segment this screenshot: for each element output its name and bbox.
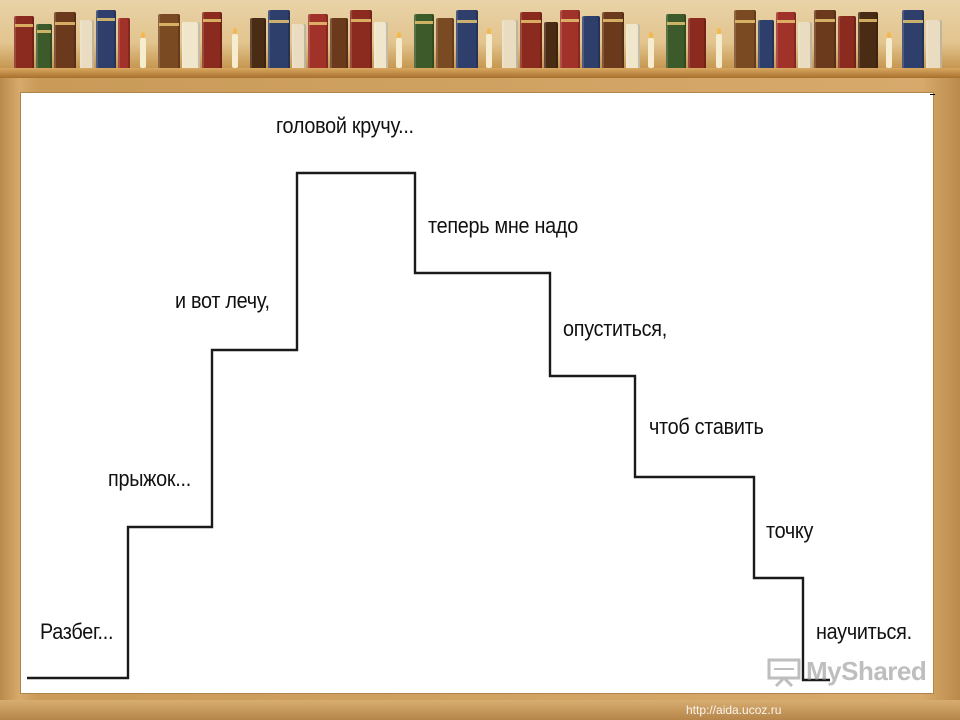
book-decoration	[798, 22, 812, 68]
book-decoration	[560, 10, 580, 68]
book-decoration	[202, 12, 222, 68]
book-decoration	[626, 24, 640, 68]
book-decoration	[858, 12, 878, 68]
step-label: Разбег...	[40, 619, 114, 644]
step-label: научиться.	[816, 619, 912, 644]
book-decoration	[14, 16, 34, 68]
book-decoration	[776, 12, 796, 68]
book-decoration	[250, 18, 266, 68]
book-decoration	[330, 18, 348, 68]
book-decoration	[182, 22, 200, 68]
slide-board	[20, 92, 934, 694]
step-label: теперь мне надо	[428, 213, 578, 238]
step-label: чтоб ставить	[649, 414, 764, 439]
book-decoration	[414, 14, 434, 68]
candle-decoration	[648, 32, 654, 68]
book-decoration	[544, 22, 558, 68]
candle-decoration	[886, 32, 892, 68]
watermark-text: MyShared	[806, 656, 927, 686]
bottom-frame-band	[0, 700, 960, 720]
book-decoration	[758, 20, 774, 68]
dash-mark	[930, 94, 935, 95]
book-decoration	[268, 10, 290, 68]
book-decoration	[158, 14, 180, 68]
staircase-line	[27, 171, 830, 682]
presentation-board-icon	[767, 658, 801, 687]
book-decoration	[292, 24, 306, 68]
step-label: и вот лечу,	[175, 288, 270, 313]
book-decoration	[350, 10, 372, 68]
book-decoration	[838, 16, 856, 68]
book-decoration	[902, 10, 924, 68]
step-label: головой кручу...	[276, 113, 414, 138]
candle-decoration	[716, 28, 722, 68]
book-decoration	[80, 20, 94, 68]
book-decoration	[502, 20, 518, 68]
book-decoration	[582, 16, 600, 68]
book-decoration	[814, 10, 836, 68]
book-decoration	[36, 24, 52, 68]
book-decoration	[436, 18, 454, 68]
book-decoration	[520, 12, 542, 68]
step-label: прыжок...	[108, 466, 191, 491]
step-label: опуститься,	[563, 316, 667, 341]
book-decoration	[688, 18, 706, 68]
book-decoration	[54, 12, 76, 68]
footer-url[interactable]: http://aida.ucoz.ru	[686, 703, 782, 717]
book-decoration	[308, 14, 328, 68]
candle-decoration	[140, 32, 146, 68]
book-decoration	[118, 18, 130, 68]
book-decoration	[96, 10, 116, 68]
candle-decoration	[486, 28, 492, 68]
book-decoration	[734, 10, 756, 68]
watermark: MyShared	[766, 656, 927, 687]
book-decoration	[374, 22, 388, 68]
book-decoration	[456, 10, 478, 68]
candle-decoration	[232, 28, 238, 68]
candle-decoration	[396, 32, 402, 68]
book-decoration	[666, 14, 686, 68]
shelf-plank	[0, 68, 960, 78]
book-decoration	[602, 12, 624, 68]
book-decoration	[926, 20, 942, 68]
bookshelf-banner	[0, 0, 960, 78]
step-label: точку	[766, 518, 814, 543]
